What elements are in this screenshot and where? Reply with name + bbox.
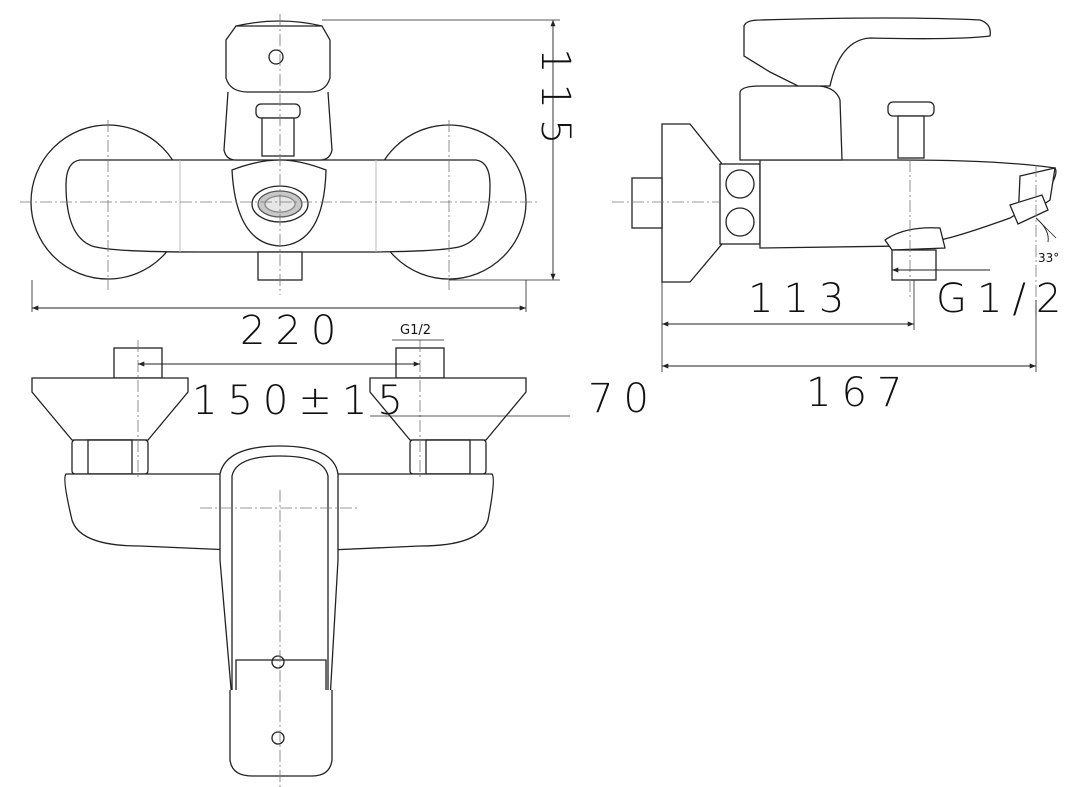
inlet-thread-label: G1/2: [400, 323, 431, 338]
outlet-thread-label: G1/2: [936, 276, 1071, 322]
height-dimension-label: 115: [532, 48, 578, 154]
left-flange-top: [31, 377, 189, 441]
side-outlet: [891, 249, 937, 281]
side-body: [759, 159, 1057, 249]
inlet-depth-label: 113: [748, 276, 854, 322]
centers-dimension-label: 150±15: [192, 378, 413, 424]
side-view: [612, 17, 1057, 372]
front-view: [20, 14, 560, 312]
side-lever: [743, 17, 991, 87]
spout-angle-label: 33°: [1038, 251, 1059, 265]
handle-screw: [268, 49, 284, 65]
lever-handle: [225, 25, 331, 93]
right-flange-top: [369, 377, 527, 441]
top-view: [31, 339, 570, 787]
projection-dimension-label: 70: [588, 376, 659, 422]
total-depth-label: 167: [806, 370, 912, 416]
cartridge-body: [739, 85, 843, 161]
right-nut-top: [409, 439, 487, 475]
side-diverter-knob: [887, 101, 935, 117]
hex-nut: [719, 163, 761, 245]
diverter-knob: [255, 103, 301, 119]
width-dimension-label: 220: [240, 308, 346, 354]
left-nut-top: [71, 439, 149, 475]
wall-flange: [661, 123, 723, 283]
